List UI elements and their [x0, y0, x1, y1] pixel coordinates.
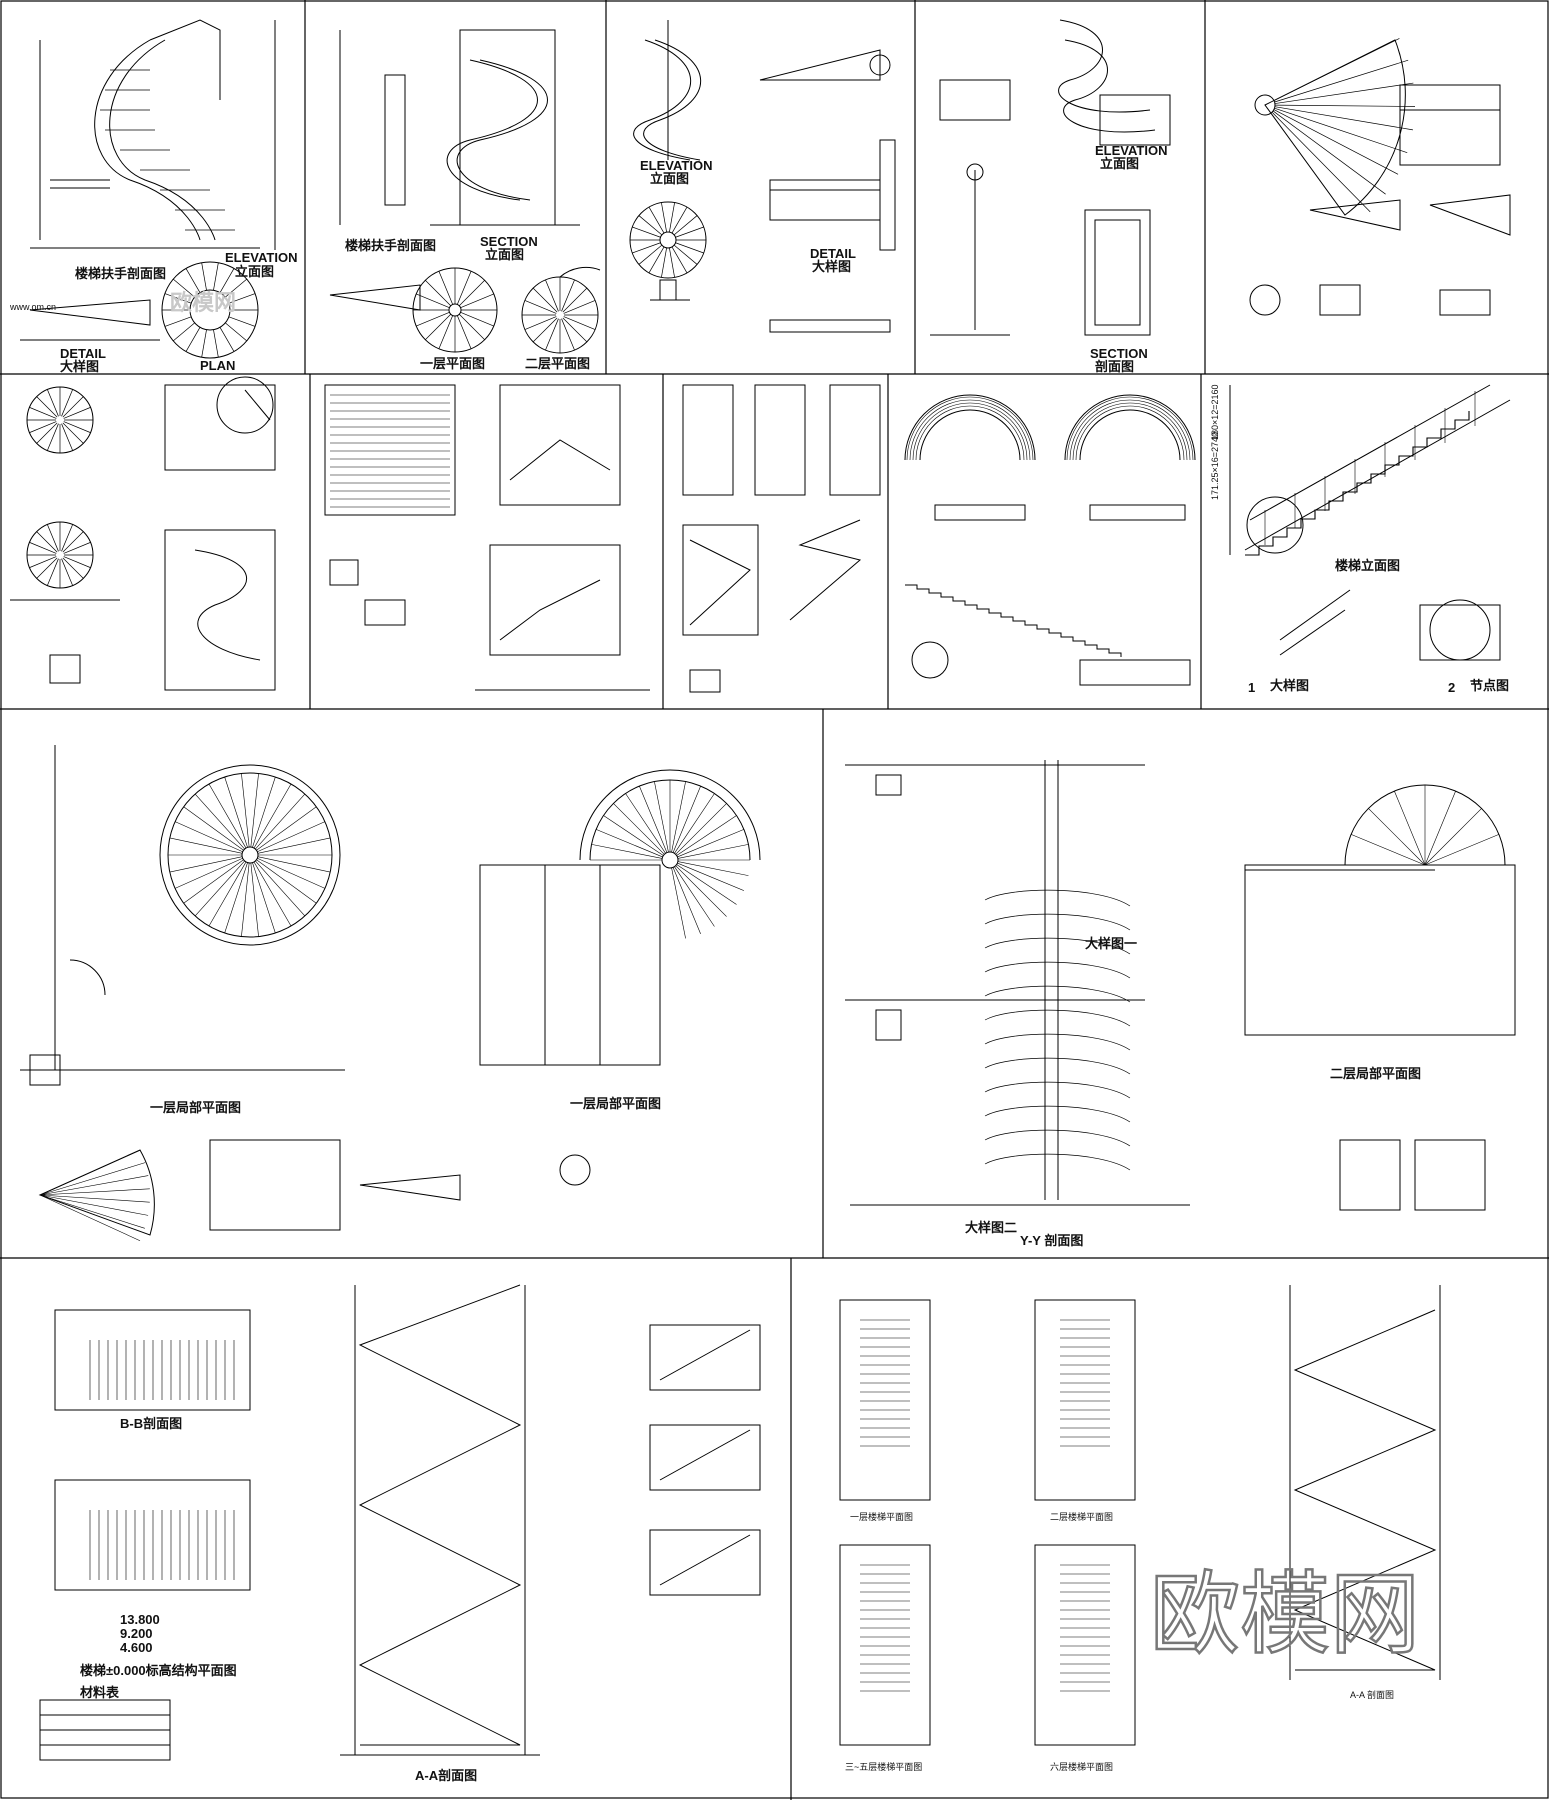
panel-6-spiral-plans	[10, 376, 276, 691]
panel-12-section-plan	[845, 760, 1516, 1211]
p3-detail-caption-cn: 大样图	[812, 259, 851, 274]
p2-plan1-caption: 一层平面图	[420, 356, 485, 371]
p3-elev-caption: ELEVATION	[640, 158, 712, 173]
p4-section-caption-cn: 剖面图	[1095, 359, 1134, 374]
p12-plan2-caption: 二层局部平面图	[1330, 1066, 1421, 1081]
panel-11-spiral-plans	[20, 745, 761, 1242]
p13-bb-caption: B-B剖面图	[120, 1416, 182, 1431]
panel-8-dogleg-stairs	[682, 384, 881, 693]
p1-detail-caption-cn: 大样图	[60, 359, 99, 374]
watermark-url: www.om.cn	[9, 302, 56, 312]
p12-detail2-caption: 大样图二	[965, 1220, 1017, 1235]
panel-3-spiral-details	[629, 20, 896, 333]
p2-section-caption-cn: 立面图	[485, 247, 524, 262]
p13-level-1: 13.800	[120, 1612, 160, 1627]
p14-plan1-caption: 一层楼梯平面图	[850, 1511, 913, 1522]
p1-plan-caption: PLAN	[200, 358, 235, 373]
p10-elev-caption: 楼梯立面图	[1335, 558, 1400, 573]
p2-left-caption: 楼梯扶手剖面图	[345, 238, 436, 253]
p11-caption2: 一层局部平面图	[570, 1096, 661, 1111]
p13-plan-caption: 楼梯±0.000标高结构平面图	[80, 1663, 237, 1678]
p11-caption1: 一层局部平面图	[150, 1100, 241, 1115]
panel-7-straight-stair	[324, 384, 650, 691]
p10-num1: 1	[1248, 680, 1255, 695]
p4-section-caption: SECTION	[1090, 346, 1148, 361]
p2-plan2-caption: 二层平面图	[525, 356, 590, 371]
p10-detail1-caption: 大样图	[1270, 678, 1309, 693]
p13-level-3: 4.600	[120, 1640, 153, 1655]
p13-table-title: 材料表	[80, 1685, 120, 1700]
brand-logo: 欧模网	[1150, 1562, 1420, 1667]
panel-13-structural-stair	[39, 1284, 761, 1761]
p13-aa-caption: A-A剖面图	[415, 1768, 477, 1783]
panel-1-spiral-stair	[20, 19, 276, 359]
watermarks: 欧模网 www.om.cn	[9, 290, 236, 315]
watermark: 欧模网	[170, 290, 236, 315]
p10-dim-vert2: 180×12=2160	[1210, 384, 1220, 440]
p4-elev-caption: ELEVATION	[1095, 143, 1167, 158]
p3-elev-caption-cn: 立面图	[650, 171, 689, 186]
p13-level-2: 9.200	[120, 1626, 153, 1641]
panel-9-arc-stair	[904, 394, 1196, 686]
p14-section-caption: A-A 剖面图	[1350, 1689, 1394, 1700]
p10-detail2-caption: 节点图	[1470, 678, 1509, 693]
panel-2-spiral-section	[329, 29, 601, 354]
p10-num2: 2	[1448, 680, 1455, 695]
panel-4-curved-stair	[930, 19, 1171, 336]
p3-detail-caption: DETAIL	[810, 246, 856, 261]
p12-section-caption: Y-Y 剖面图	[1020, 1233, 1083, 1248]
p10-dim-vert: 171.25×16=2740	[1210, 432, 1220, 500]
p14-plan2-caption: 二层楼梯平面图	[1050, 1511, 1113, 1522]
panel-14-stair-plans-section	[839, 1285, 1441, 1746]
p4-elev-caption-cn: 立面图	[1100, 156, 1139, 171]
p2-section-caption: SECTION	[480, 234, 538, 249]
p1-detail-caption: DETAIL	[60, 346, 106, 361]
p14-plan3-caption: 三~五层楼梯平面图	[845, 1761, 922, 1772]
p12-detail1-caption: 大样图一	[1085, 936, 1137, 951]
p1-elev-caption: ELEVATION	[225, 250, 297, 265]
panel-5-fan-stair-plan	[1249, 38, 1511, 316]
p1-elev-caption-cn: 立面图	[235, 264, 274, 279]
p14-plan4-caption: 六层楼梯平面图	[1050, 1761, 1113, 1772]
p1-section-caption: 楼梯扶手剖面图	[75, 266, 166, 281]
panel-10-steel-stair	[1229, 384, 1511, 661]
